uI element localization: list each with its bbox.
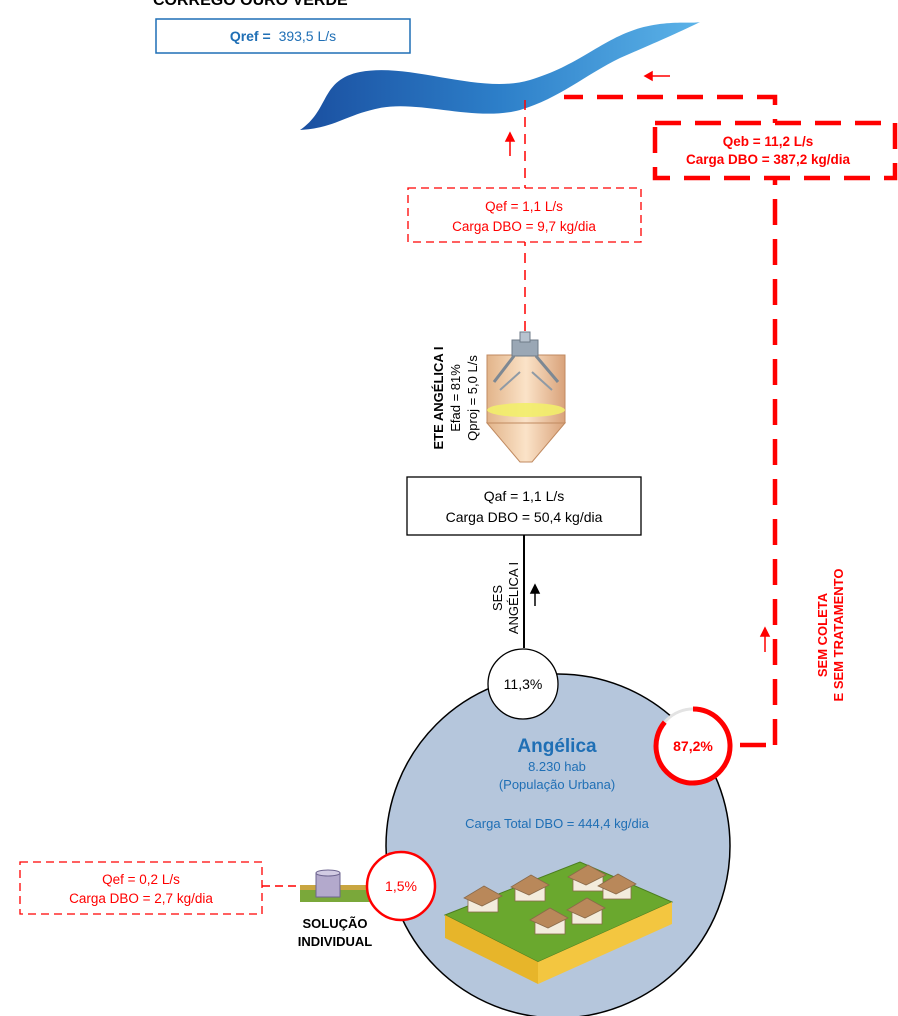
qref-value: 393,5 L/s	[279, 28, 337, 44]
ete-effluent-flow: Qef = 1,1 L/s	[485, 199, 563, 214]
uncollected-pct-arc	[653, 706, 733, 786]
arrow-up-icon	[759, 626, 771, 652]
ete-effluent-box: Qef = 1,1 L/s Carga DBO = 9,7 kg/dia	[407, 187, 642, 243]
ses-label-line1: SES	[490, 585, 505, 611]
city-population: 8.230 hab	[528, 759, 586, 774]
city-total-load: Carga Total DBO = 444,4 kg/dia	[465, 816, 649, 831]
individual-pct-circle	[365, 850, 437, 922]
town-illustration	[443, 861, 674, 984]
collected-pct: 11,3%	[504, 676, 543, 692]
individual-label-line1: SOLUÇÃO	[303, 916, 368, 931]
ete-name: ETE ANGÉLICA I	[431, 346, 446, 449]
arrow-up-icon	[504, 131, 516, 156]
uncollected-pct: 87,2%	[673, 738, 713, 754]
uncollected-label-line2: E SEM TRATAMENTO	[831, 569, 846, 702]
untreated-flow-value: Qeb = 11,2 L/s	[723, 134, 813, 149]
stream-title: CÓRREGO OURO VERDE	[153, 0, 348, 9]
untreated-load-value: Carga DBO = 387,2 kg/dia	[686, 152, 850, 167]
affluent-flow: Qaf = 1,1 L/s	[484, 488, 565, 504]
qref-label: Qref =	[230, 28, 271, 44]
ete-efficiency: Efad = 81%	[448, 364, 463, 432]
ete-affluent-box: Qaf = 1,1 L/s Carga DBO = 50,4 kg/dia	[406, 476, 642, 536]
qref-box: Qref = 393,5 L/s	[155, 18, 411, 54]
individual-flow: Qef = 0,2 L/s	[102, 872, 180, 887]
arrow-left-icon	[643, 70, 670, 82]
collected-pct-circle	[487, 648, 559, 720]
uncollected-label-line1: SEM COLETA	[815, 592, 830, 677]
svg-text:Qref = 393,5 L/s: Qref = 393,5 L/s	[230, 28, 336, 44]
city-name: Angélica	[517, 736, 597, 757]
ete-capacity: Qproj = 5,0 L/s	[465, 355, 480, 441]
individual-label-line2: INDIVIDUAL	[298, 934, 372, 949]
river-shape	[300, 22, 700, 130]
untreated-box: Qeb = 11,2 L/s Carga DBO = 387,2 kg/dia	[652, 120, 898, 181]
individual-effluent-box: Qef = 0,2 L/s Carga DBO = 2,7 kg/dia	[19, 861, 263, 915]
arrow-up-icon	[529, 583, 541, 606]
ete-effluent-load: Carga DBO = 9,7 kg/dia	[452, 219, 596, 234]
ete-tank-icon	[485, 331, 567, 463]
city-population-type: (População Urbana)	[499, 777, 615, 792]
untreated-flow-line	[564, 94, 778, 748]
individual-pct: 1,5%	[385, 878, 417, 894]
affluent-load: Carga DBO = 50,4 kg/dia	[446, 509, 603, 525]
stream	[300, 22, 700, 130]
individual-load: Carga DBO = 2,7 kg/dia	[69, 891, 213, 906]
ses-label-line2: ANGÉLICA I	[506, 562, 521, 634]
septic-tank-icon	[300, 869, 370, 902]
